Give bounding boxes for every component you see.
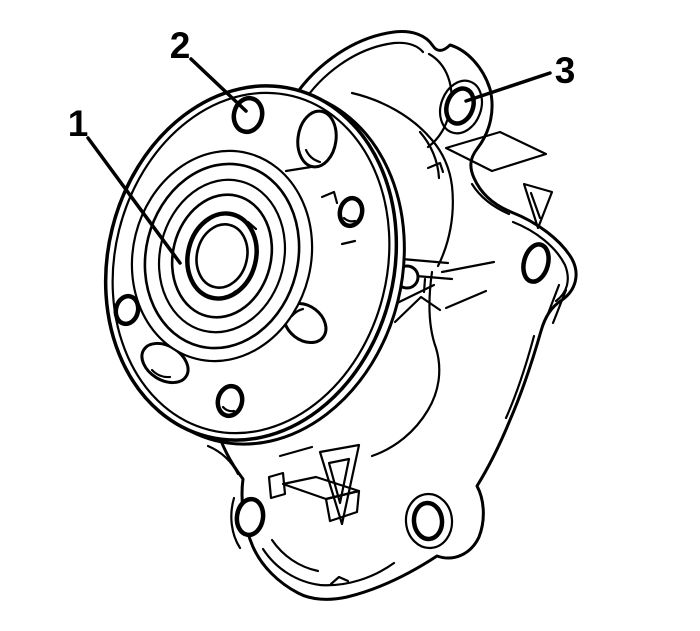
mounting-bolt-hole-lower-right: [411, 500, 445, 542]
callout-3-label: 3: [555, 50, 576, 91]
mounting-bolt-hole-top-right: [444, 86, 476, 126]
flange-inner-edge: [111, 91, 391, 435]
callout-3-leader-line: [464, 71, 552, 103]
hub-and-bearing-rings: [130, 149, 314, 363]
callout-1-leader-line: [86, 136, 182, 265]
hub-shaft-bore: [185, 211, 259, 301]
flange-bolt-holes: [113, 95, 365, 419]
callout-2-label: 2: [170, 25, 191, 66]
callouts: 1 2 3: [68, 25, 576, 265]
upper-right-port: [444, 130, 554, 230]
top-ear-boss: [438, 79, 484, 135]
callout-2-leader-line: [189, 57, 248, 113]
mounting-bolt-hole-right: [521, 242, 551, 284]
ribs: [370, 260, 496, 458]
housing-inner-contours: [206, 41, 569, 587]
body-upper-edge: [350, 91, 454, 268]
lower-right-ear-boss: [404, 492, 454, 550]
lower-port: [267, 443, 361, 526]
flange-bolt-hole-left: [113, 293, 141, 327]
mounting-bolt-hole-lower-left: [234, 496, 266, 538]
hub-ring-outer: [130, 149, 314, 363]
callout-1-label: 1: [68, 103, 89, 144]
